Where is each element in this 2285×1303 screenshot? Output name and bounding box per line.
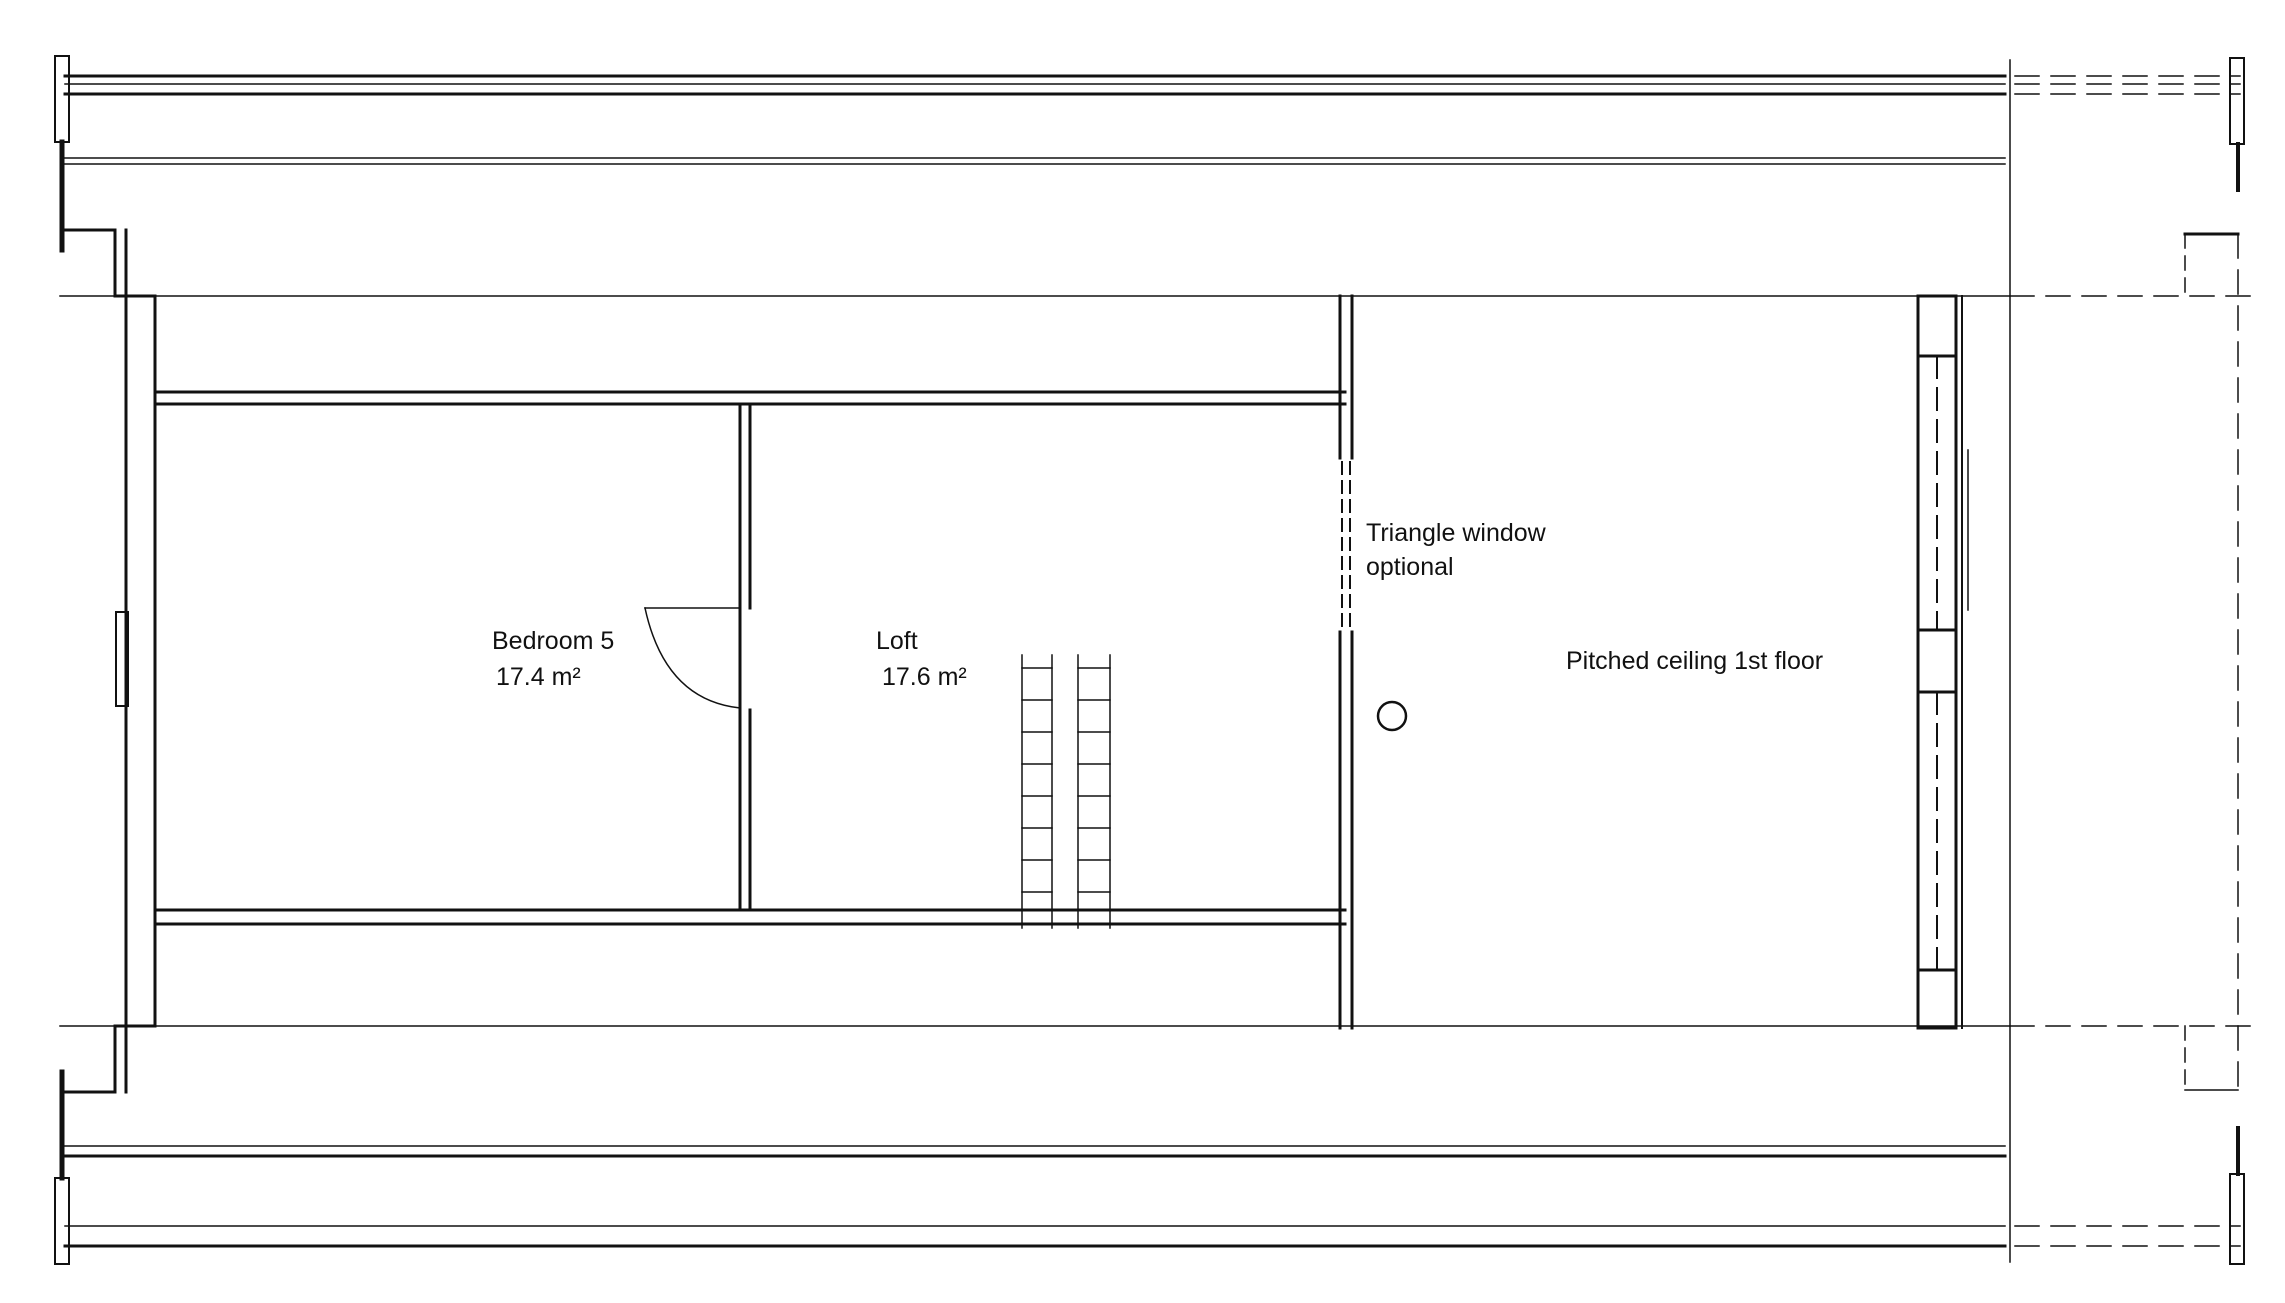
plan-linework bbox=[54, 55, 2261, 1265]
right-dashed-extension bbox=[2009, 232, 2261, 1091]
room-walls bbox=[153, 294, 1354, 1030]
loft-area: 17.6 m² bbox=[882, 663, 967, 691]
stairs bbox=[1021, 654, 1111, 929]
right-gable-window bbox=[1916, 294, 1969, 1030]
right-gable-posts bbox=[2229, 57, 2245, 1265]
bedroom-5-area: 17.4 m² bbox=[496, 663, 581, 691]
left-gable-posts bbox=[54, 55, 70, 1265]
top-roof-strip bbox=[63, 74, 2241, 165]
triangle-window-dashed bbox=[1341, 461, 1351, 633]
pitched-ceiling-note: Pitched ceiling 1st floor bbox=[1566, 647, 1824, 675]
triangle-window-optional-note: optional bbox=[1366, 553, 1454, 581]
loft-label: Loft bbox=[876, 627, 918, 655]
outer-left-wall bbox=[60, 228, 162, 1094]
guide-lines bbox=[59, 59, 2011, 1263]
bedroom-5-label: Bedroom 5 bbox=[492, 627, 615, 655]
roof-window-circle bbox=[1376, 700, 1408, 732]
triangle-window-note: Triangle window bbox=[1366, 519, 1546, 547]
bottom-roof-strip bbox=[63, 1145, 2241, 1248]
door-swing bbox=[644, 607, 741, 709]
